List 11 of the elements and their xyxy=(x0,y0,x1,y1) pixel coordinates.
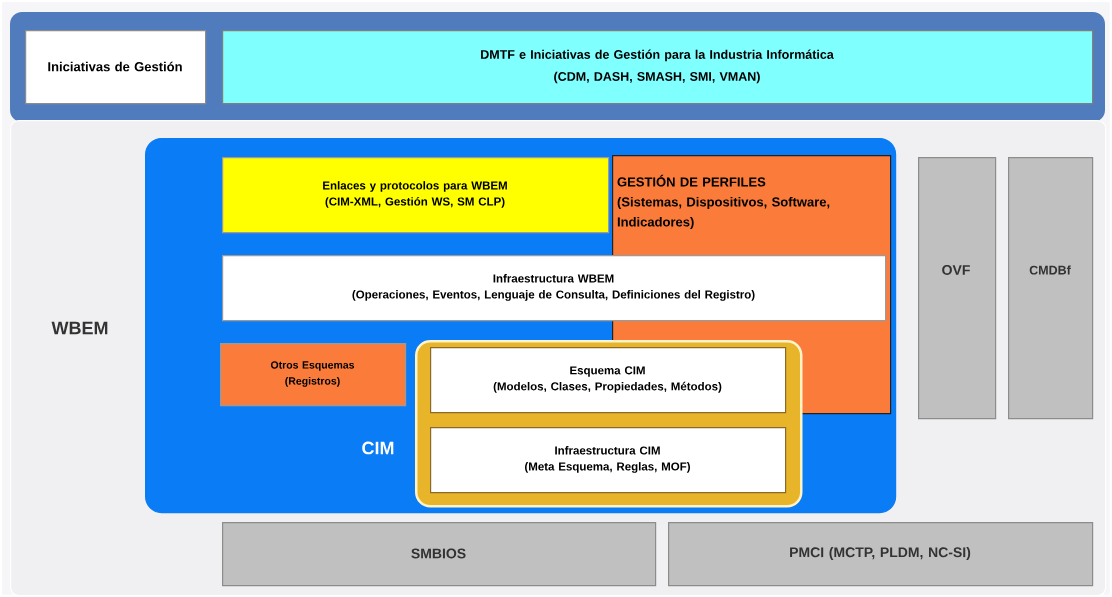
component-box: Esquema CIM (Modelos, Clases, Propiedades, Métodos) xyxy=(430,347,787,414)
component-box: Infraestructura WBEM (Operaciones, Eventos, Lenguaje de Consulta, Definiciones del Registro) xyxy=(222,255,887,322)
heading-box: DMTF e Iniciativas de Gestión para la Industria Informática (CDM, DASH, SMASH, SMI, VMAN) xyxy=(222,30,1094,105)
standard-box: SMBIOS xyxy=(222,522,657,587)
component-box: Enlaces y protocolos para WBEM (CIM-XML, Gestión WS, SM CLP) xyxy=(222,157,610,234)
standard-box: PMCI (MCTP, PLDM, NC-SI) xyxy=(668,522,1094,587)
standard-box: CMDBf xyxy=(1008,157,1094,420)
component-box: Otros Esquemas (Registros) xyxy=(220,343,407,407)
component-box: Infraestructura CIM (Meta Esquema, Reglas, MOF) xyxy=(430,427,787,494)
standard-box: OVF xyxy=(918,157,997,420)
label-box: Iniciativas de Gestión xyxy=(25,30,207,105)
